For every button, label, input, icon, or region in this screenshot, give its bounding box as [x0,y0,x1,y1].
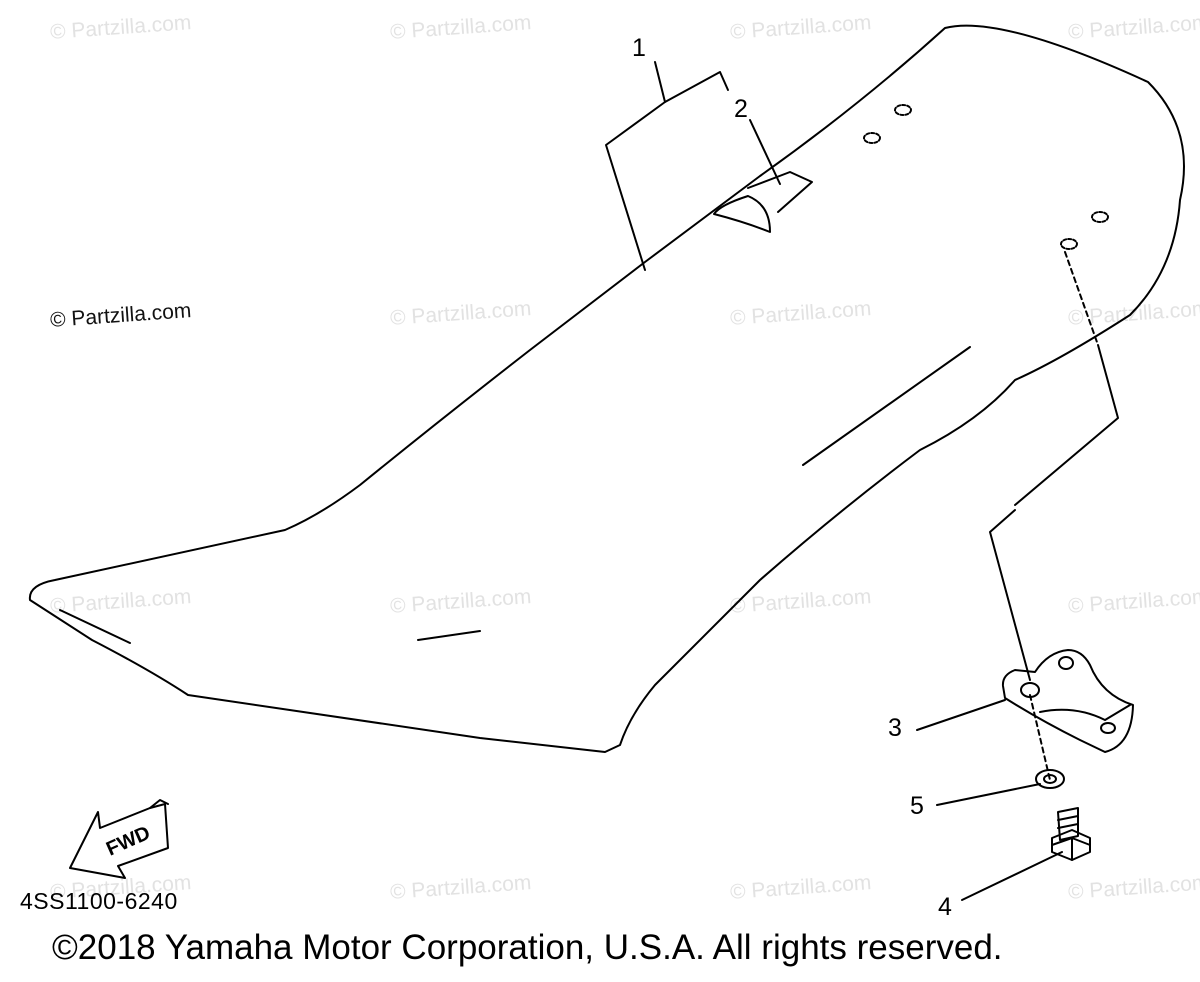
hole-marker [863,132,881,144]
callout-leader-4 [961,851,1063,901]
fwd-label: FWD [103,822,154,861]
hole-marker [1091,211,1109,223]
callout-leader-2 [749,119,781,185]
seat-outline [28,24,1185,753]
seat-strap [713,195,771,233]
callout-2: 2 [734,95,748,123]
assembly-line [989,344,1119,681]
seat-bracket [1001,649,1134,753]
assembly-line [1064,251,1099,346]
seat-stitch-line [59,609,131,644]
callout-leader-1 [654,61,729,103]
hole-marker [894,104,912,116]
washer-hole [1043,774,1057,784]
hole-marker [1060,238,1078,250]
bolt-thread [1057,807,1079,841]
bolt-thread-lines [1057,815,1079,829]
bracket-hole [1020,682,1040,698]
callout-5: 5 [910,792,924,820]
bracket-hole [1058,656,1074,670]
seat-strap-edge [747,171,813,213]
callout-leader-1 [605,101,666,271]
bolt-head-edge [1051,837,1091,861]
seat-stitch-line [802,346,971,466]
copyright-notice: ©2018 Yamaha Motor Corporation, U.S.A. A… [52,928,1003,967]
assembly-line [1029,694,1051,781]
callout-leader-5 [936,783,1041,806]
bracket-hole [1100,722,1116,734]
callout-1: 1 [632,34,646,62]
washer [1035,769,1065,789]
fwd-arrow-3d [149,799,169,809]
fwd-arrow [69,803,169,879]
callout-leader-3 [916,699,1006,731]
seat-bracket-fold [1039,704,1131,721]
callout-4: 4 [938,893,952,921]
bolt-head [1051,829,1091,861]
seat-stitch-line [417,630,481,641]
callout-3: 3 [888,714,902,742]
diagram-code: 4SS1100-6240 [20,888,178,914]
